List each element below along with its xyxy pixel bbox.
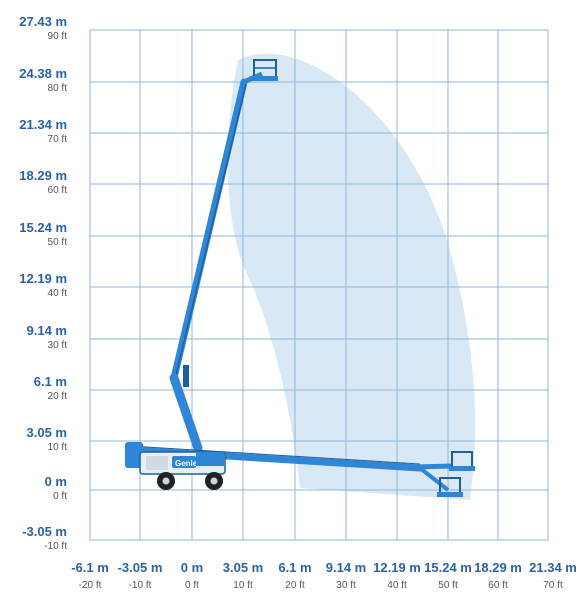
y-tick-label-m: 6.1 m bbox=[34, 374, 67, 389]
y-tick-label-ft: -10 ft bbox=[44, 541, 67, 552]
chassis: Genie bbox=[125, 442, 226, 475]
x-tick-label-m: 18.29 m bbox=[474, 560, 522, 575]
x-tick-label-ft: 10 ft bbox=[233, 580, 253, 591]
x-tick-label-m: -6.1 m bbox=[71, 560, 109, 575]
x-tick-label-m: 9.14 m bbox=[326, 560, 366, 575]
riser-boom bbox=[169, 373, 203, 453]
x-tick-label-ft: 40 ft bbox=[387, 580, 407, 591]
y-tick-label-ft: 40 ft bbox=[48, 288, 68, 299]
y-tick-label-m: 27.43 m bbox=[19, 14, 67, 29]
boom-lift-machine: Genie bbox=[125, 59, 475, 497]
y-tick-label-ft: 30 ft bbox=[48, 340, 68, 351]
grid-lines bbox=[89, 29, 549, 541]
lower-platform-basket bbox=[437, 451, 475, 497]
y-tick-label-ft: 90 ft bbox=[48, 31, 68, 42]
x-tick-label-ft: 0 ft bbox=[185, 580, 199, 591]
y-axis-labels: 27.43 m 90 ft 24.38 m 80 ft 21.34 m 70 ft 18.2… bbox=[19, 14, 67, 552]
y-tick-label-m: 21.34 m bbox=[19, 117, 67, 132]
y-tick-label-m: 18.29 m bbox=[19, 168, 67, 183]
x-tick-label-m: 15.24 m bbox=[424, 560, 472, 575]
y-tick-label-m: 0 m bbox=[45, 474, 67, 489]
x-tick-label-ft: 70 ft bbox=[543, 580, 563, 591]
y-tick-label-ft: 60 ft bbox=[48, 185, 68, 196]
y-tick-label-ft: 50 ft bbox=[48, 237, 68, 248]
wheels bbox=[157, 472, 223, 490]
y-tick-label-m: 9.14 m bbox=[27, 323, 67, 338]
x-tick-label-ft: 60 ft bbox=[488, 580, 508, 591]
x-tick-label-ft: -10 ft bbox=[129, 580, 152, 591]
y-tick-label-ft: 10 ft bbox=[48, 442, 68, 453]
upper-boom bbox=[170, 78, 248, 382]
y-tick-label-ft: 0 ft bbox=[53, 491, 67, 502]
x-tick-label-ft: 30 ft bbox=[336, 580, 356, 591]
y-tick-label-m: 24.38 m bbox=[19, 66, 67, 81]
working-envelope bbox=[227, 53, 476, 501]
x-tick-label-m: 3.05 m bbox=[223, 560, 263, 575]
y-tick-label-m: 12.19 m bbox=[19, 271, 67, 286]
y-tick-label-m: 3.05 m bbox=[27, 425, 67, 440]
y-tick-label-m: -3.05 m bbox=[22, 524, 67, 539]
x-tick-label-m: 0 m bbox=[181, 560, 203, 575]
upper-platform-basket bbox=[250, 59, 278, 81]
y-tick-label-m: 15.24 m bbox=[19, 220, 67, 235]
x-tick-label-ft: 50 ft bbox=[438, 580, 458, 591]
x-tick-label-ft: 20 ft bbox=[285, 580, 305, 591]
x-tick-label-ft: -20 ft bbox=[79, 580, 102, 591]
x-tick-label-m: 12.19 m bbox=[373, 560, 421, 575]
y-tick-label-ft: 70 ft bbox=[48, 134, 68, 145]
y-tick-label-ft: 20 ft bbox=[48, 391, 68, 402]
x-axis-labels: -6.1 m -20 ft -3.05 m -10 ft 0 m 0 ft 3.05 m 10… bbox=[71, 560, 577, 591]
x-tick-label-m: 6.1 m bbox=[278, 560, 311, 575]
brand-logo-text: Genie bbox=[175, 459, 198, 468]
y-tick-label-ft: 80 ft bbox=[48, 83, 68, 94]
x-tick-label-m: -3.05 m bbox=[118, 560, 163, 575]
x-tick-label-m: 21.34 m bbox=[529, 560, 577, 575]
